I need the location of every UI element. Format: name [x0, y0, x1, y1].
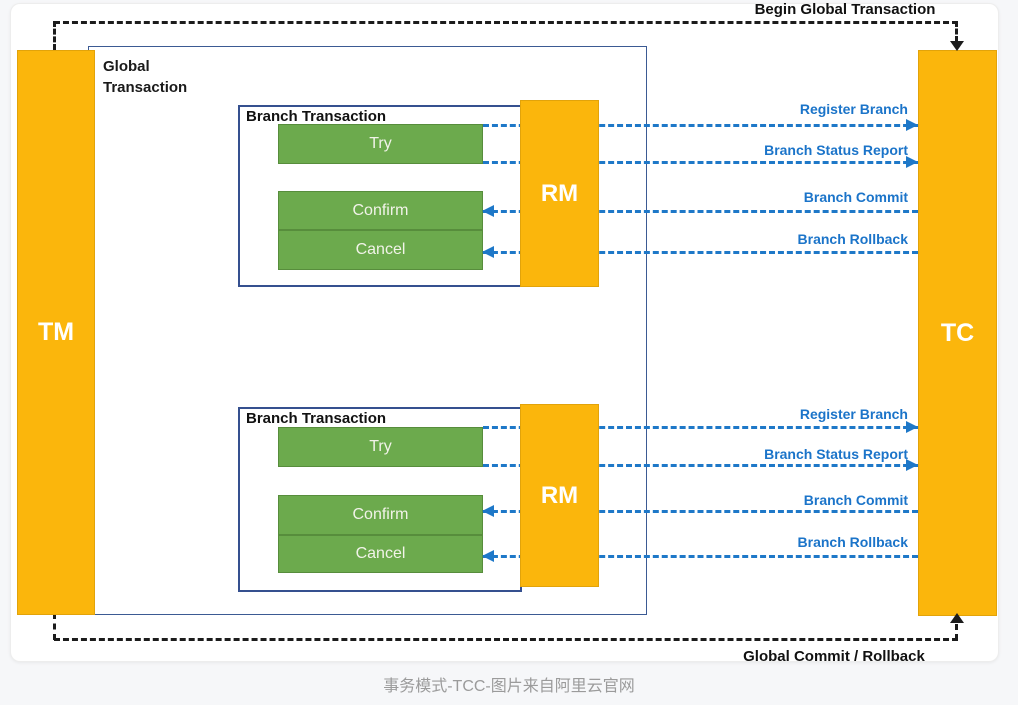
branch-transaction-title-2: Branch Transaction: [246, 410, 387, 427]
register-branch-line-2: [483, 426, 918, 429]
branch-status-report-arrowhead-2: [906, 459, 918, 471]
branch-commit-line-2: [483, 510, 918, 513]
branch-commit-arrowhead-1: [482, 205, 494, 217]
register-branch-arrowhead-1: [906, 119, 918, 131]
branch-status-report-label-2: Branch Status Report: [764, 446, 908, 462]
branch-rollback-arrowhead-1: [482, 246, 494, 258]
branch-transaction-title-1: Branch Transaction: [246, 108, 387, 125]
global-commit-rollback-label: Global Commit / Rollback: [743, 648, 925, 665]
confirm-box-2: Confirm: [278, 495, 483, 535]
branch-rollback-label-1: Branch Rollback: [797, 231, 908, 247]
register-branch-label-1: Register Branch: [799, 101, 908, 117]
cancel-box-1: Cancel: [278, 230, 483, 270]
image-caption: 事务模式-TCC-图片来自阿里云官网: [383, 678, 635, 695]
begin-path-left-segment: [53, 21, 56, 50]
tm-box: TM: [17, 50, 95, 615]
try-box-1: Try: [278, 124, 483, 164]
register-branch-label-2: Register Branch: [799, 406, 908, 422]
branch-commit-line-1: [483, 210, 918, 213]
cancel-box-2: Cancel: [278, 535, 483, 573]
rm-box-2: RM: [520, 404, 599, 587]
branch-status-report-arrowhead-1: [906, 156, 918, 168]
commit-path-horizontal-line: [54, 638, 958, 641]
tc-box: TC: [918, 50, 997, 616]
branch-commit-label-1: Branch Commit: [803, 189, 908, 205]
begin-path-arrowhead: [950, 41, 964, 51]
begin-path-right-segment: [955, 21, 958, 42]
branch-status-report-line-1: [483, 161, 918, 164]
branch-rollback-label-2: Branch Rollback: [797, 534, 908, 550]
branch-rollback-arrowhead-2: [482, 550, 494, 562]
rm-box-1: RM: [520, 100, 599, 287]
register-branch-arrowhead-2: [906, 421, 918, 433]
commit-path-left-segment: [53, 613, 56, 640]
global-transaction-label: Global Transaction: [103, 58, 188, 96]
begin-global-transaction-label: Begin Global Transaction: [754, 1, 936, 18]
confirm-box-1: Confirm: [278, 191, 483, 230]
register-branch-line-1: [483, 124, 918, 127]
branch-rollback-line-1: [483, 251, 918, 254]
branch-status-report-label-1: Branch Status Report: [764, 142, 908, 158]
branch-status-report-line-2: [483, 464, 918, 467]
branch-commit-label-2: Branch Commit: [803, 492, 908, 508]
commit-path-arrowhead: [950, 613, 964, 623]
commit-path-right-segment: [955, 624, 958, 640]
branch-commit-arrowhead-2: [482, 505, 494, 517]
try-box-2: Try: [278, 427, 483, 467]
begin-path-horizontal-line: [54, 21, 958, 24]
branch-rollback-line-2: [483, 555, 918, 558]
